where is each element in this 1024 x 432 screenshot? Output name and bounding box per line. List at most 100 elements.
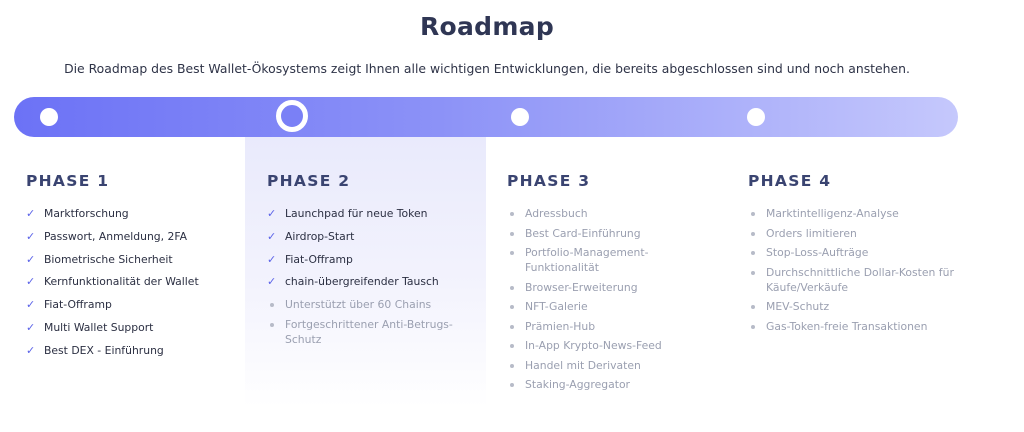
check-icon: ✓	[26, 207, 36, 220]
roadmap-item-label: NFT-Galerie	[525, 300, 588, 313]
roadmap-item-completed: ✓ Best DEX - Einführung	[26, 343, 236, 358]
roadmap-item-pending: Staking-Aggregator	[507, 377, 677, 392]
roadmap-timeline-bar	[14, 97, 958, 137]
roadmap-item-completed: ✓ Kernfunktionalität der Wallet	[26, 274, 236, 289]
bullet-icon	[751, 251, 755, 255]
roadmap-item-pending: MEV-Schutz	[748, 299, 963, 314]
roadmap-item-label: MEV-Schutz	[766, 300, 830, 313]
bullet-icon	[510, 363, 514, 368]
roadmap-item-pending: Stop-Loss-Aufträge	[748, 245, 963, 260]
roadmap-item-label: Fortgeschrittener Anti-Betrugs-Schutz	[285, 317, 453, 346]
roadmap-item-label: Best Card-Einführung	[525, 226, 641, 240]
roadmap-item-label: Handel mit Derivaten	[525, 358, 641, 372]
roadmap-item-pending: NFT-Galerie	[507, 299, 677, 314]
bullet-icon	[510, 285, 514, 290]
phase-item-list: ✓Marktforschung✓Passwort, Anmeldung, 2FA…	[26, 206, 236, 358]
bullet-icon	[751, 231, 755, 236]
bullet-icon	[510, 344, 514, 348]
roadmap-item-label: Airdrop-Start	[285, 229, 355, 243]
roadmap-item-pending: Unterstützt über 60 Chains	[267, 297, 477, 312]
bullet-icon	[270, 303, 274, 308]
roadmap-item-label: chain-übergreifender Tausch	[285, 275, 439, 289]
roadmap-item-label: Fiat-Offramp	[44, 298, 112, 312]
page-title: Roadmap	[419, 12, 555, 41]
roadmap-item-completed: ✓ Fiat-Offramp	[267, 252, 477, 267]
roadmap-item-completed: ✓Passwort, Anmeldung, 2FA	[26, 229, 236, 244]
phase-2-column: PHASE 2 ✓ Launchpad für neue Token ✓ Airdro…	[267, 172, 477, 351]
bullet-icon	[510, 251, 514, 255]
roadmap-item-pending: In-App Krypto-News-Feed	[507, 338, 677, 353]
check-icon: ✓	[267, 229, 277, 243]
roadmap-item-pending: Handel mit Derivaten	[507, 358, 677, 373]
check-icon: ✓	[267, 252, 277, 266]
roadmap-item-label: Staking-Aggregator	[525, 378, 630, 391]
roadmap-item-label: Portfolio-Management-Funktionalität	[525, 246, 649, 274]
roadmap-item-label: Fiat-Offramp	[285, 252, 353, 266]
roadmap-item-completed: ✓ Airdrop-Start	[267, 229, 477, 244]
roadmap-item-pending: Best Card-Einführung	[507, 226, 677, 241]
roadmap-item-label: Adressbuch	[525, 207, 588, 220]
roadmap-item-completed: ✓ Biometrische Sicherheit	[26, 252, 236, 267]
check-icon: ✓	[26, 275, 36, 289]
roadmap-item-label: Stop-Loss-Aufträge	[766, 246, 869, 259]
roadmap-item-completed: ✓ Fiat-Offramp	[26, 297, 236, 312]
check-icon: ✓	[26, 343, 36, 357]
timeline-dot-phase-3	[511, 108, 529, 126]
phase-title: PHASE 2	[267, 172, 351, 190]
roadmap-item-label: In-App Krypto-News-Feed	[525, 339, 662, 352]
roadmap-item-label: Browser-Erweiterung	[525, 280, 638, 294]
check-icon: ✓	[267, 275, 277, 289]
roadmap-item-completed: ✓ Multi Wallet Support	[26, 320, 236, 335]
roadmap-item-label: Gas-Token-freie Transaktionen	[766, 319, 928, 333]
phase-title: PHASE 4	[748, 172, 832, 190]
bullet-icon	[510, 324, 514, 329]
bullet-icon	[510, 305, 514, 309]
check-icon: ✓	[26, 320, 36, 334]
timeline-dot-phase-2-current	[276, 100, 308, 132]
roadmap-item-label: Passwort, Anmeldung, 2FA	[44, 229, 187, 243]
phase-1-column: PHASE 1 ✓Marktforschung✓Passwort, Anmeld…	[26, 172, 236, 366]
bullet-icon	[270, 322, 274, 327]
current-phase-highlight	[245, 137, 486, 407]
roadmap-item-label: Marktforschung	[44, 207, 129, 220]
bullet-icon	[751, 212, 755, 216]
roadmap-item-label: Launchpad für neue Token	[285, 207, 428, 220]
bullet-icon	[751, 270, 755, 275]
roadmap-item-pending: Orders limitieren	[748, 226, 963, 241]
roadmap-item-pending: Fortgeschrittener Anti-Betrugs-Schutz	[267, 317, 477, 347]
roadmap-item-completed: ✓ Marktforschung	[26, 206, 236, 221]
roadmap-item-label: Unterstützt über 60 Chains	[285, 298, 432, 312]
bullet-icon	[510, 383, 514, 387]
roadmap-item-pending: Adressbuch	[507, 206, 677, 221]
bullet-icon	[510, 212, 514, 216]
phase-title: PHASE 3	[507, 172, 591, 190]
bullet-icon	[510, 231, 514, 236]
roadmap-item-pending: Browser-Erweiterung	[507, 280, 677, 295]
phase-title: PHASE 1	[26, 172, 110, 190]
timeline-dot-phase-1	[40, 108, 58, 126]
check-icon: ✓	[267, 207, 277, 220]
roadmap-item-label: Multi Wallet Support	[44, 320, 154, 334]
check-icon: ✓	[26, 252, 36, 266]
roadmap-item-pending: Portfolio-Management-Funktionalität	[507, 245, 677, 275]
roadmap-item-label: Best DEX - Einführung	[44, 343, 164, 357]
roadmap-item-pending: Marktintelligenz-Analyse	[748, 206, 963, 221]
roadmap-item-pending: Gas-Token-freie Transaktionen	[748, 319, 963, 334]
roadmap-item-label: Prämien-Hub	[525, 319, 596, 333]
timeline-dot-phase-4	[747, 108, 765, 126]
check-icon: ✓	[26, 298, 36, 312]
roadmap-item-completed: ✓ Launchpad für neue Token	[267, 206, 477, 221]
roadmap-item-label: Marktintelligenz-Analyse	[766, 207, 899, 220]
page-subtitle: Die Roadmap des Best Wallet-Ökosystems z…	[64, 61, 910, 76]
roadmap-item-label: Kernfunktionalität der Wallet	[44, 275, 199, 289]
bullet-icon	[751, 305, 755, 309]
roadmap-item-label: Biometrische Sicherheit	[44, 252, 173, 266]
roadmap-item-completed: ✓ chain-übergreifender Tausch	[267, 274, 477, 289]
roadmap-item-label: Orders limitieren	[766, 226, 857, 240]
roadmap-item-pending: Prämien-Hub	[507, 319, 677, 334]
phase-item-list: ✓Launchpad für neue Token✓Airdrop-Start✓…	[267, 206, 477, 347]
